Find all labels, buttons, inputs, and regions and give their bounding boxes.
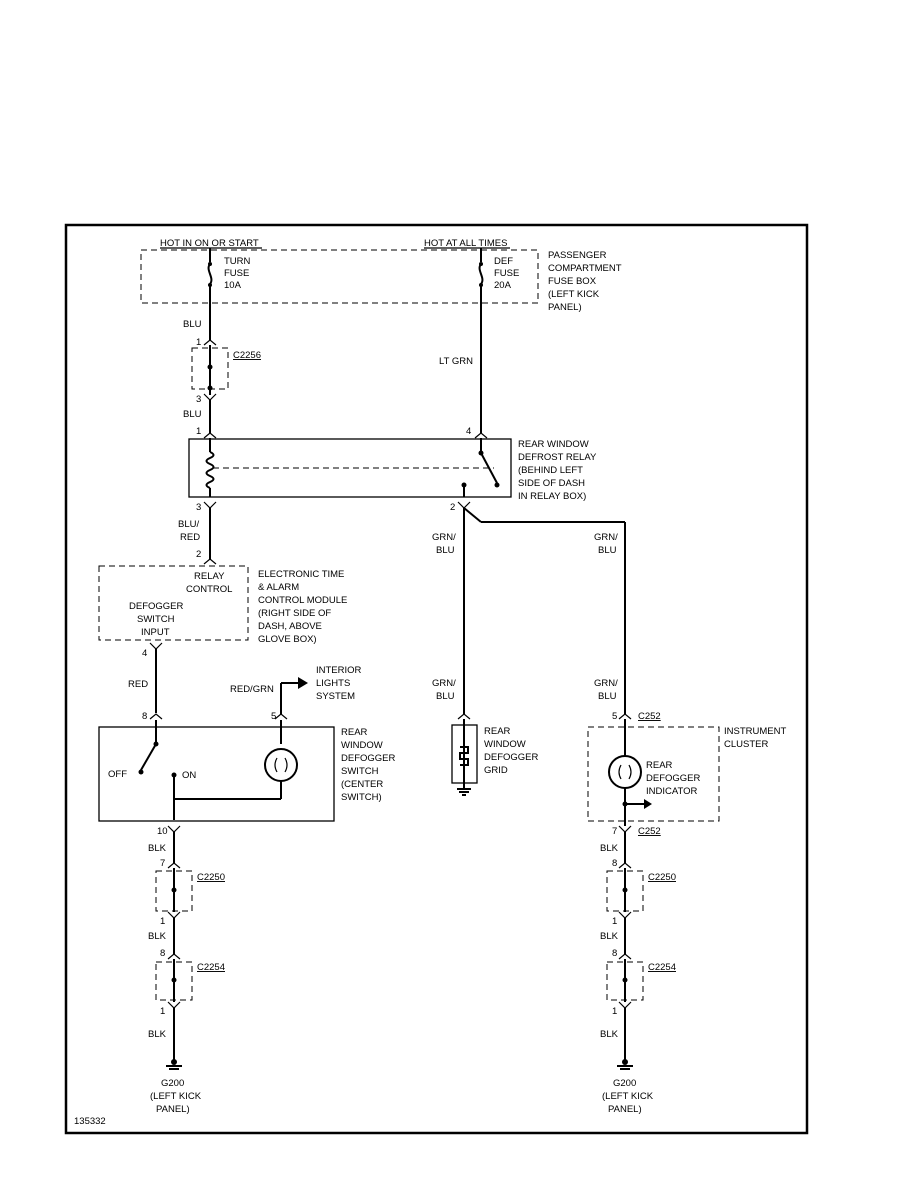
relay-control-label: RELAY CONTROL: [186, 571, 232, 595]
fuse-box-label: PASSENGER COMPARTMENT FUSE BOX (LEFT KIC…: [548, 250, 624, 313]
relay-coil: [205, 451, 215, 489]
ground-icon: [171, 1059, 177, 1065]
connector-c2250-label: C2250: [197, 872, 225, 883]
instrument-cluster-label: INSTRUMENT CLUSTER: [724, 726, 789, 750]
pin-label: 1: [160, 916, 165, 927]
pin-label: 1: [160, 1006, 165, 1017]
pin-label: 3: [196, 394, 201, 405]
relay-label: REAR WINDOW DEFROST RELAY (BEHIND LEFT S…: [518, 439, 599, 502]
wire-label-lt-grn: LT GRN: [439, 356, 473, 367]
wire-label-red-grn: RED/GRN: [230, 684, 274, 695]
pin-label: 3: [196, 502, 201, 513]
diagram-id: 135332: [74, 1116, 106, 1127]
interior-lights-label: INTERIOR LIGHTS SYSTEM: [316, 665, 364, 702]
relay-contact: [480, 452, 498, 484]
switch-off-label: OFF: [108, 769, 127, 780]
defogger-switch-label: REAR WINDOW DEFOGGER SWITCH (CENTER SWIT…: [341, 727, 398, 803]
pin-label: 7: [612, 826, 617, 837]
wire-label-grn-blu-1: GRN/ BLU: [432, 532, 458, 556]
wire-label-blu-2: BLU: [183, 409, 202, 420]
def-fuse-label: DEF FUSE 20A: [494, 256, 522, 291]
connector-c2254-label-2: C2254: [648, 962, 676, 973]
pin-label: 4: [142, 648, 147, 659]
ground-g200-right-label: G200 (LEFT KICK PANEL): [602, 1078, 656, 1115]
connector-c252-label-2: C252: [638, 826, 661, 837]
ground-icon: [622, 1059, 628, 1065]
pin-label: 2: [196, 549, 201, 560]
wire-label-red: RED: [128, 679, 148, 690]
wire-label-blk-5: BLK: [600, 931, 619, 942]
pin-label: 2: [450, 502, 455, 513]
turn-fuse-label: TURN FUSE 10A: [224, 256, 253, 291]
wire-label-grn-blu-3: GRN/ BLU: [432, 678, 458, 702]
wire-label-blu-1: BLU: [183, 319, 202, 330]
pin-label: 8: [160, 948, 165, 959]
fuse-box-outline: [140, 249, 539, 304]
indicator-label: REAR DEFOGGER INDICATOR: [646, 760, 703, 797]
connector-c252-label: C252: [638, 711, 661, 722]
defrost-relay-box: [188, 438, 512, 498]
turn-fuse-element: [207, 263, 213, 285]
connector-c2250-label-2: C2250: [648, 872, 676, 883]
pin-label: 7: [160, 858, 165, 869]
wire-label-blk-2: BLK: [148, 931, 167, 942]
pin-label: 1: [612, 916, 617, 927]
pin-label: 1: [612, 1006, 617, 1017]
power-hot-all: HOT AT ALL TIMES: [424, 238, 507, 249]
pin-label: 1: [196, 337, 201, 348]
control-module-label: ELECTRONIC TIME & ALARM CONTROL MODULE (…: [258, 569, 350, 645]
wire-label-blk-6: BLK: [600, 1029, 619, 1040]
defogger-grid-label: REAR WINDOW DEFOGGER GRID: [484, 726, 541, 776]
switch-input-label: DEFOGGER SWITCH INPUT: [129, 601, 186, 638]
power-hot-run: HOT IN ON OR START: [160, 238, 259, 249]
control-module-outline: [98, 565, 249, 641]
def-fuse-element: [478, 263, 484, 285]
pin-label: 10: [157, 826, 168, 837]
indicator-lamp-icon: [608, 755, 642, 789]
pin-label: 5: [612, 711, 617, 722]
ground-g200-left-label: G200 (LEFT KICK PANEL): [150, 1078, 204, 1115]
pin-label: 5: [271, 711, 276, 722]
grid-element: [459, 746, 469, 766]
wire-label-blk-1: BLK: [148, 843, 167, 854]
pin-label: 1: [196, 426, 201, 437]
wire-label-grn-blu-4: GRN/ BLU: [594, 678, 620, 702]
diagram-frame: [64, 223, 809, 1135]
pin-label: 8: [142, 711, 147, 722]
pin-label: 8: [612, 858, 617, 869]
arrow-icon: [298, 677, 308, 689]
switch-lamp-icon: [264, 748, 298, 782]
pin-label: 8: [612, 948, 617, 959]
wire-label-blu-red: BLU/ RED: [178, 519, 202, 543]
defogger-switch-box: [98, 726, 335, 822]
wire-label-blk-3: BLK: [148, 1029, 167, 1040]
pin-label: 4: [466, 426, 471, 437]
connector-c2254-label: C2254: [197, 962, 225, 973]
wire-label-grn-blu-2: GRN/ BLU: [594, 532, 620, 556]
connector-c2256-label: C2256: [233, 350, 261, 361]
switch-on-label: ON: [182, 770, 196, 781]
instrument-cluster-outline: [587, 726, 720, 822]
switch-contact: [140, 743, 157, 771]
wire-label-blk-4: BLK: [600, 843, 619, 854]
